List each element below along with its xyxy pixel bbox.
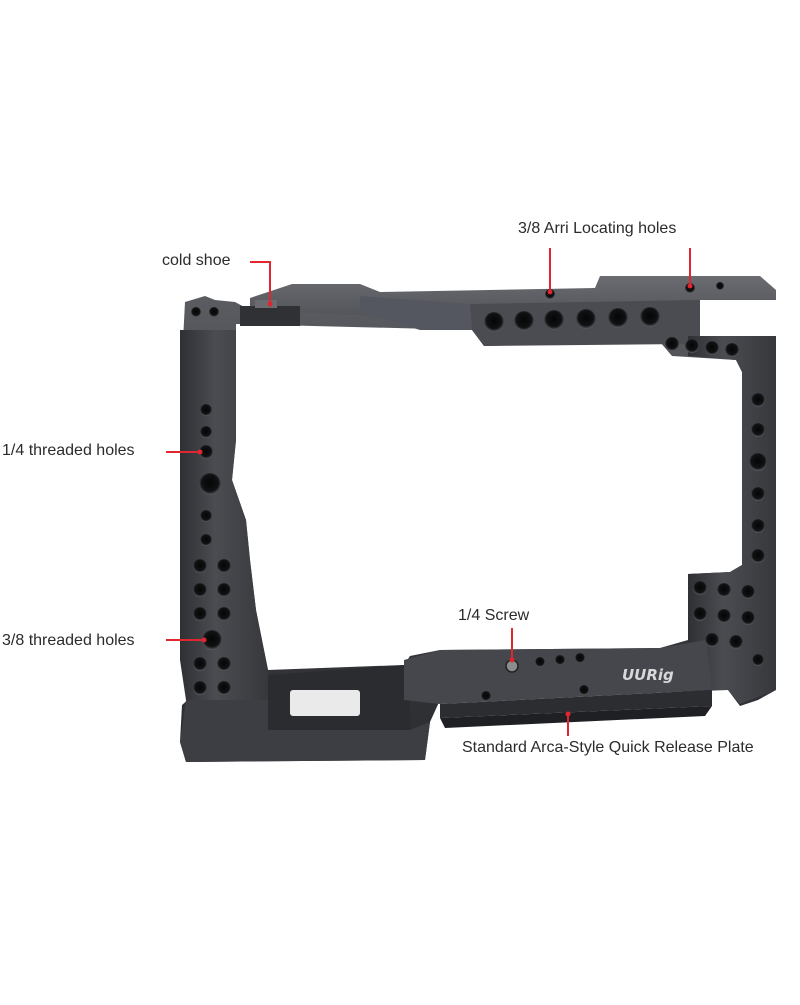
left-side-holes	[191, 307, 231, 695]
cage-opening	[232, 324, 742, 670]
label-arri-holes: 3/8 Arri Locating holes	[518, 220, 677, 237]
callout-cold-shoe-line	[250, 261, 271, 304]
base-cutout	[290, 690, 360, 716]
label-quarter-threaded-holes: 1/4 threaded holes	[2, 442, 135, 459]
uurig-logo: UURig	[622, 666, 674, 684]
cold-shoe-block	[240, 306, 300, 326]
label-quarter-screw: 1/4 Screw	[458, 607, 530, 624]
label-cold-shoe: cold shoe	[162, 252, 231, 269]
label-quick-release-plate: Standard Arca-Style Quick Release Plate	[462, 739, 754, 756]
callout-lines	[166, 248, 691, 736]
qr-plate-holes	[481, 653, 589, 701]
arri-holes-group	[484, 282, 724, 332]
cold-shoe-slot	[255, 300, 277, 308]
bottom-left-base	[180, 700, 430, 762]
uurig-logo-text: UURig	[622, 666, 674, 684]
right-side-holes	[693, 393, 767, 666]
qr-plate-edge	[440, 690, 712, 718]
callout-dots	[197, 283, 693, 717]
label-three-eighths-threaded-holes: 3/8 threaded holes	[2, 632, 135, 649]
right-top-holes	[665, 337, 739, 357]
top-rail-mid	[360, 296, 472, 330]
qr-plate-dovetail	[440, 706, 712, 728]
qr-plate-body	[404, 640, 712, 704]
